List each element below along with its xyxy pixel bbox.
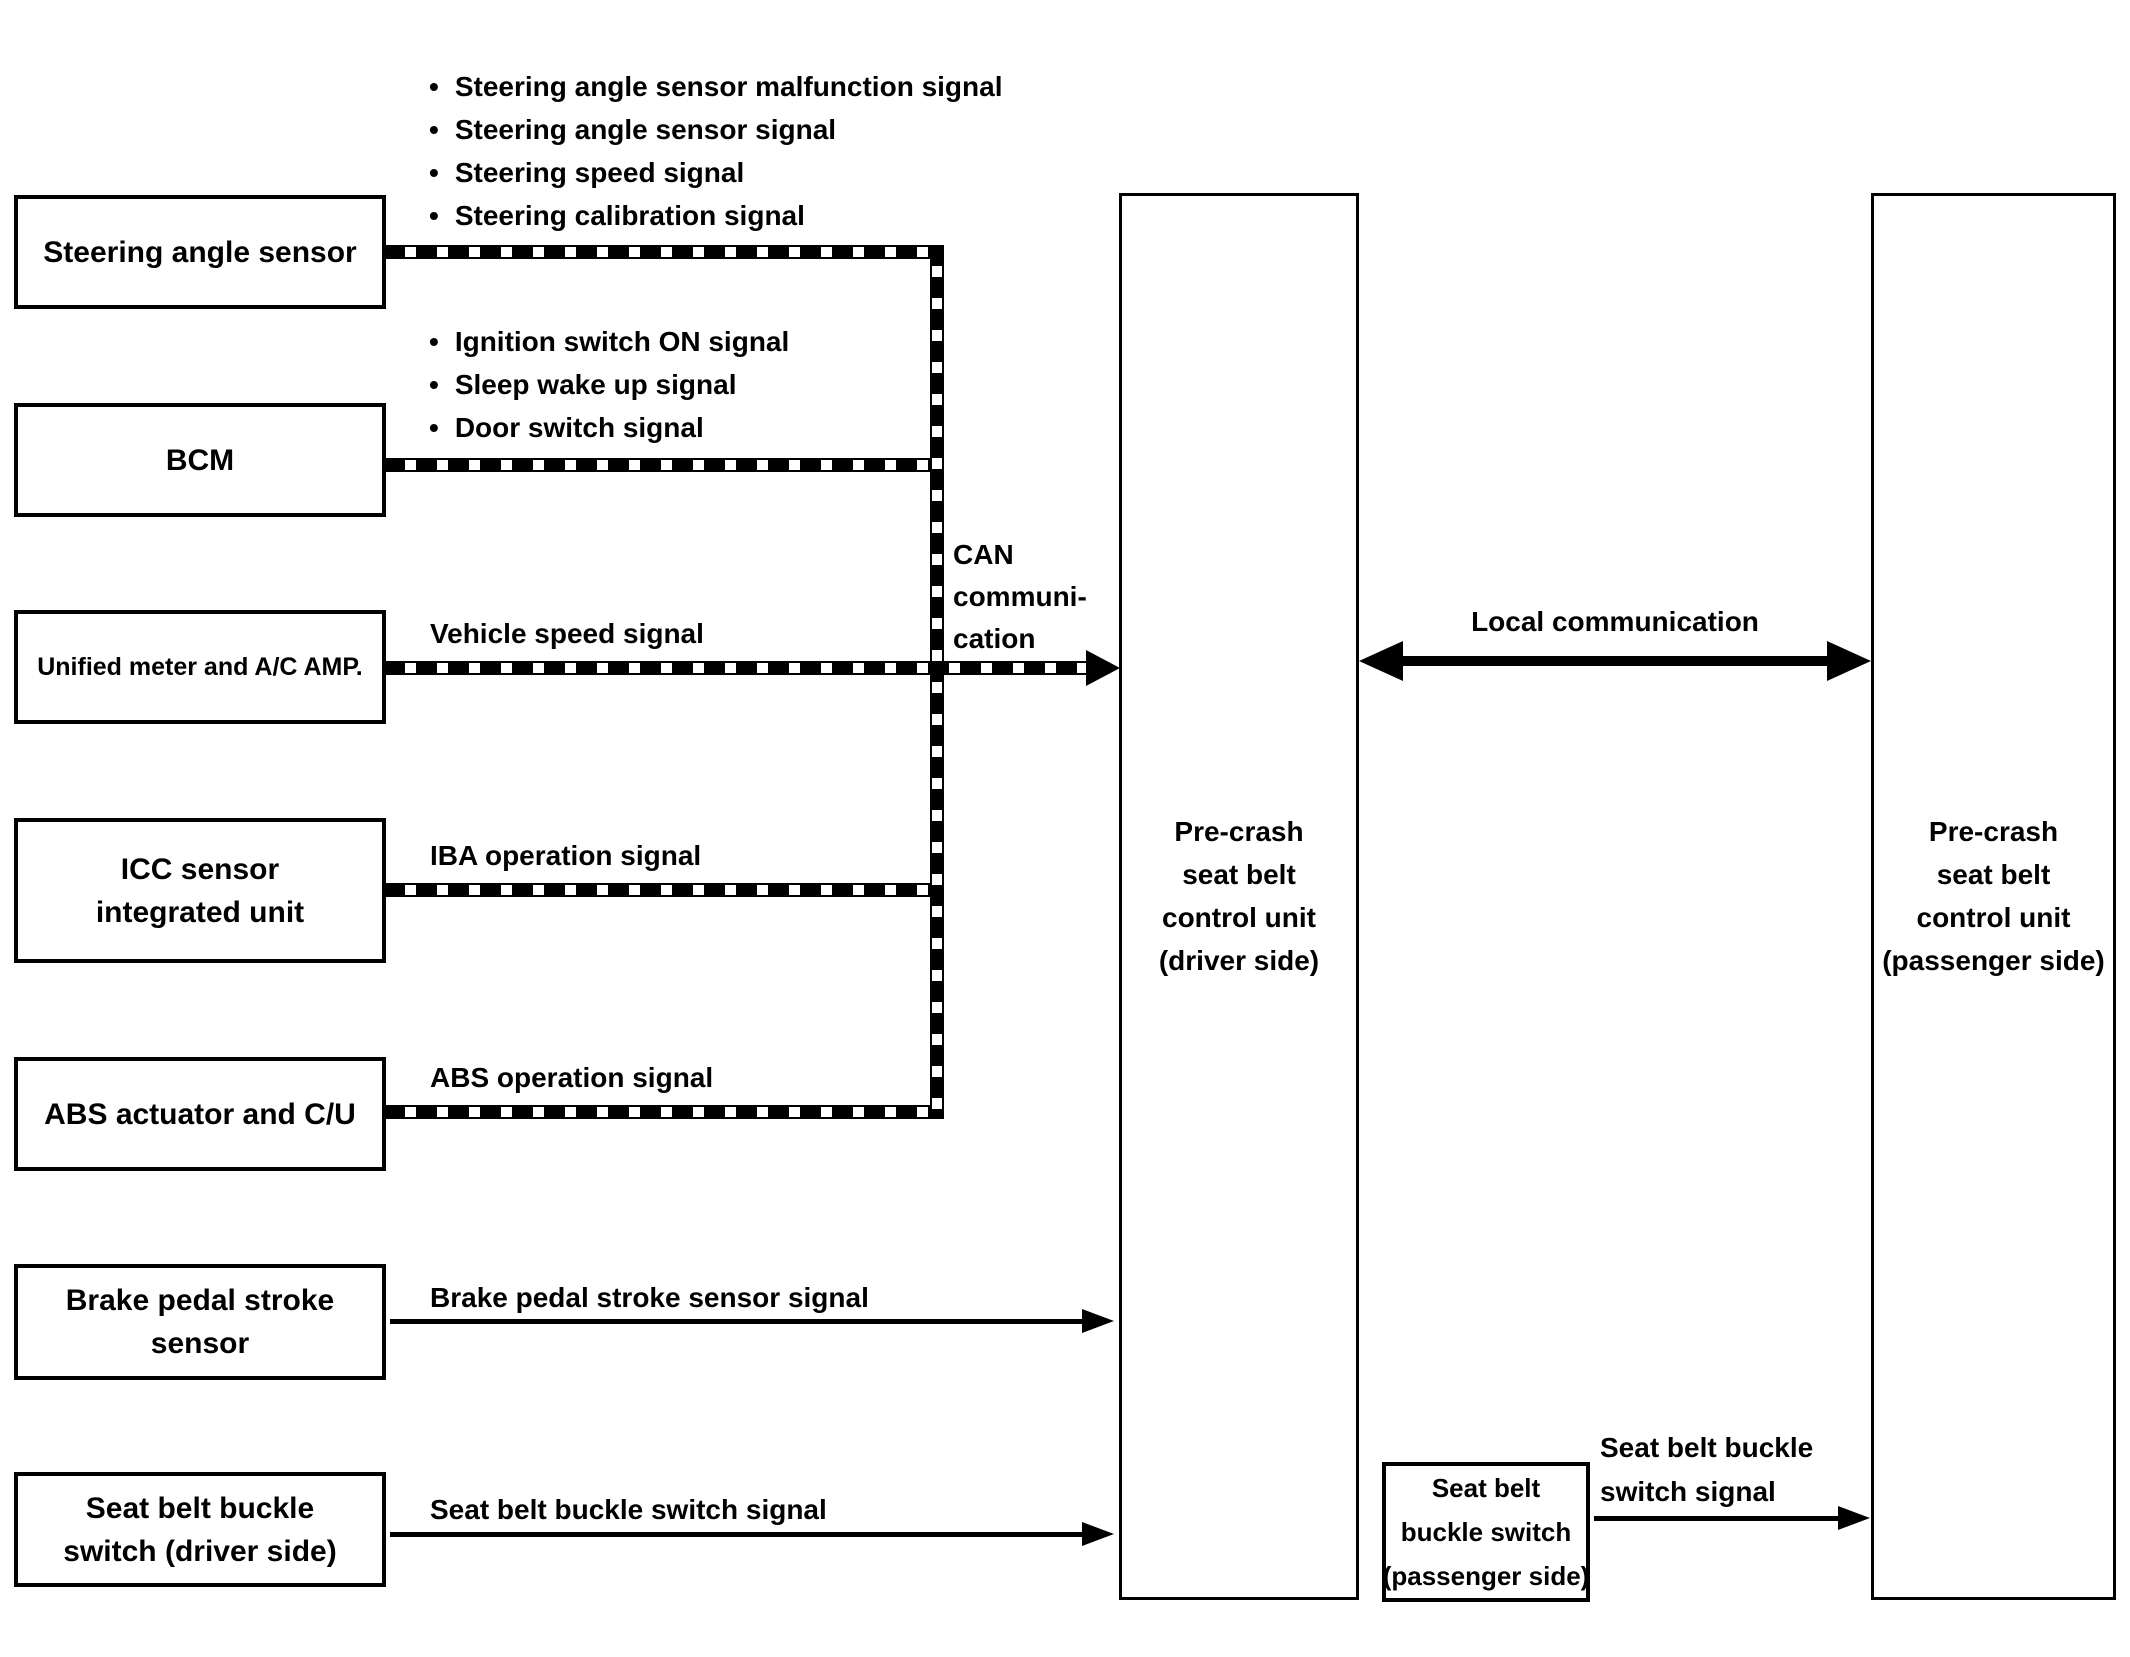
node-label: ABS actuator and C/U <box>44 1097 356 1131</box>
can-line-steering <box>384 245 944 259</box>
bullet-text: Ignition switch ON signal <box>454 326 790 357</box>
can-line-vehicle-speed <box>384 661 1086 675</box>
list-item: • Steering speed signal <box>429 157 1002 200</box>
can-label-line2: communi- <box>953 581 1087 612</box>
bullet-text: Steering angle sensor malfunction signal <box>454 71 1003 102</box>
vehicle-speed-signal-label: Vehicle speed signal <box>430 618 704 649</box>
bullet-text: Steering calibration signal <box>454 200 805 231</box>
buckle-driver-signal-line <box>390 1532 1082 1537</box>
bullet-icon: • <box>429 71 439 102</box>
node-label-line1: Brake pedal stroke <box>65 1284 335 1317</box>
local-communication-left-arrowhead-icon <box>1359 641 1403 681</box>
buckle-passenger-signal-line <box>1594 1516 1838 1521</box>
node-label-line1: ICC sensor <box>120 852 280 886</box>
node-label-line1: Seat belt <box>1431 1473 1541 1503</box>
abs-operation-signal-label: ABS operation signal <box>430 1062 714 1093</box>
can-communication-label: CAN communi- cation <box>953 534 1087 660</box>
can-label-line1: CAN <box>953 539 1014 570</box>
node-seat-belt-buckle-switch-driver: Seat belt buckle switch (driver side) <box>14 1472 386 1587</box>
node-bcm: BCM <box>14 403 386 517</box>
node-precrash-control-unit-passenger: Pre-crash seat belt control unit (passen… <box>1871 193 2116 1600</box>
node-label: Pre-crash seat belt control unit (passen… <box>1864 810 2123 982</box>
can-label-line3: cation <box>953 623 1036 654</box>
buckle-driver-signal-arrowhead-icon <box>1082 1522 1114 1546</box>
node-label-line2: seat belt <box>1936 859 2051 890</box>
node-label-line4: (passenger side) <box>1882 945 2105 976</box>
node-seat-belt-buckle-switch-passenger: Seat belt buckle switch (passenger side) <box>1382 1462 1590 1602</box>
local-communication-right-arrowhead-icon <box>1827 641 1871 681</box>
bullet-icon: • <box>429 200 439 231</box>
can-line-abs <box>384 1105 944 1119</box>
node-label: Steering angle sensor <box>43 235 357 269</box>
bullet-text: Door switch signal <box>454 412 704 443</box>
node-label-line1: Pre-crash <box>1928 816 2059 847</box>
buckle-passenger-signal-label-line1: Seat belt buckle <box>1600 1432 1814 1463</box>
can-arrowhead-icon <box>1086 650 1120 686</box>
node-label-line1: Seat belt buckle <box>85 1491 315 1525</box>
bullet-icon: • <box>429 412 439 443</box>
list-item: • Ignition switch ON signal <box>429 326 789 369</box>
can-bus-vertical-line <box>930 245 944 1119</box>
buckle-passenger-signal-arrowhead-icon <box>1838 1506 1870 1530</box>
node-icc-sensor-integrated-unit: ICC sensor integrated unit <box>14 818 386 963</box>
list-item: • Steering calibration signal <box>429 200 1002 243</box>
node-label-line3: control unit <box>1162 902 1316 933</box>
buckle-passenger-signal-label-line2: switch signal <box>1600 1476 1776 1507</box>
brake-pedal-signal-label: Brake pedal stroke sensor signal <box>430 1282 869 1313</box>
bullet-text: Sleep wake up signal <box>454 369 737 400</box>
node-precrash-control-unit-driver: Pre-crash seat belt control unit (driver… <box>1119 193 1359 1600</box>
bcm-signal-bullet-list: • Ignition switch ON signal • Sleep wake u… <box>429 326 789 455</box>
node-label-line2: sensor <box>150 1327 250 1360</box>
buckle-driver-signal-label: Seat belt buckle switch signal <box>430 1494 827 1525</box>
node-label: Pre-crash seat belt control unit (driver… <box>1112 810 1366 982</box>
list-item: • Sleep wake up signal <box>429 369 789 412</box>
node-label-line3: (passenger side) <box>1382 1561 1590 1591</box>
iba-operation-signal-label: IBA operation signal <box>430 840 702 871</box>
node-steering-angle-sensor: Steering angle sensor <box>14 195 386 309</box>
brake-pedal-signal-line <box>390 1319 1082 1324</box>
node-label-line4: (driver side) <box>1158 945 1320 976</box>
bullet-icon: • <box>429 114 439 145</box>
bullet-icon: • <box>429 369 439 400</box>
list-item: • Steering angle sensor signal <box>429 114 1002 157</box>
local-communication-label: Local communication <box>1471 606 1759 637</box>
node-label-line1: Pre-crash <box>1174 816 1304 847</box>
node-label: BCM <box>165 443 235 477</box>
node-label-line2: switch (driver side) <box>63 1534 337 1568</box>
local-communication-bar <box>1400 656 1830 666</box>
brake-pedal-signal-arrowhead-icon <box>1082 1309 1114 1333</box>
node-unified-meter-ac-amp: Unified meter and A/C AMP. <box>14 610 386 724</box>
node-label-line3: control unit <box>1916 902 2071 933</box>
list-item: • Steering angle sensor malfunction signa… <box>429 71 1002 114</box>
steering-signal-bullet-list: • Steering angle sensor malfunction signa… <box>429 71 1002 243</box>
bullet-text: Steering speed signal <box>454 157 745 188</box>
bullet-text: Steering angle sensor signal <box>454 114 837 145</box>
node-brake-pedal-stroke-sensor: Brake pedal stroke sensor <box>14 1264 386 1380</box>
node-label-line2: seat belt <box>1182 859 1296 890</box>
node-label-line2: integrated unit <box>95 895 305 929</box>
bullet-icon: • <box>429 157 439 188</box>
list-item: • Door switch signal <box>429 412 789 455</box>
bullet-icon: • <box>429 326 439 357</box>
node-label-line2: buckle switch <box>1400 1517 1572 1547</box>
can-line-bcm <box>384 458 944 472</box>
node-abs-actuator: ABS actuator and C/U <box>14 1057 386 1171</box>
buckle-passenger-signal-label: Seat belt buckle switch signal <box>1600 1426 1813 1514</box>
node-label: Unified meter and A/C AMP. <box>37 652 363 681</box>
can-line-iba <box>384 883 944 897</box>
